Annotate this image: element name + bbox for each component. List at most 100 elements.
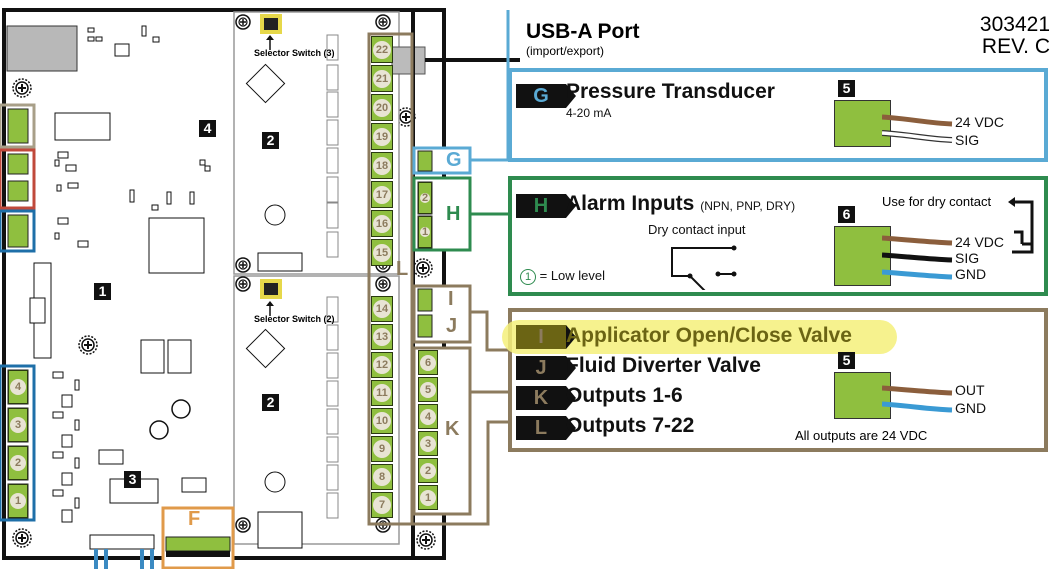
fluid-diverter-label: Fluid Diverter Valve [566,354,761,377]
alarm-terminal: 2 [418,182,432,214]
section-pressure-transducer: G Pressure Transducer 4-20 mA 5 24 VDC S… [508,68,1048,162]
output-terminal: 9 [371,436,393,462]
terminal-number: 3 [10,417,26,433]
output-terminal: 22 [371,36,393,63]
alarm-wire-gnd: GND [955,266,987,282]
letter-I: I [448,288,454,310]
board-label-4: 4 [199,120,216,137]
output-terminal: 19 [371,123,393,150]
connector-5-label: 5 [838,80,855,97]
terminal-number: 12 [373,356,391,374]
terminal-number: 1 [10,493,26,509]
output-terminal: 7 [371,492,393,518]
part-number: 303421 [979,13,1050,36]
legend-circle-1: 1 [520,269,536,285]
board-label-2-lower: 2 [262,394,279,411]
terminal-number: 16 [373,214,391,233]
output-wire-gnd: GND [955,400,987,416]
selector-switch-3-label: Selector Switch (3) [254,48,335,58]
terminal-number: 1 [420,489,436,506]
pressure-transducer-range: 4-20 mA [566,106,612,120]
usb-port-title: USB-A Port [526,20,640,43]
tag-K: K [516,386,576,410]
input-terminal: 1 [8,484,28,518]
wire-label-sig: SIG [955,132,980,148]
connector-2pin-icon [834,100,891,147]
output-wires-icon [882,385,953,413]
pressure-transducer-title: Pressure Transducer [566,80,775,103]
input-terminal: 4 [8,370,28,404]
output-terminal-k: 1 [418,485,438,510]
output-terminal: 16 [371,210,393,237]
connector-5b-label: 5 [838,352,855,369]
board-label-2-upper: 2 [262,132,279,149]
alarm-wire-sig: SIG [955,250,980,266]
terminal-number: 22 [373,40,391,59]
board-label-3: 3 [124,471,141,488]
output-terminal: 8 [371,464,393,490]
output-terminal-k: 5 [418,377,438,402]
output-terminal: 20 [371,94,393,121]
terminal-number: 7 [373,496,391,514]
connector-3pin-icon [834,226,891,286]
alarm-terminal: 1 [418,216,432,248]
terminal-number: 18 [373,156,391,175]
terminal-number: 2 [420,192,430,204]
wire-label-24vdc: 24 VDC [955,114,1005,130]
letter-F: F [188,508,201,530]
section-alarm-inputs: H Alarm Inputs (NPN, PNP, DRY) Dry conta… [508,176,1048,296]
tag-H: H [516,194,576,218]
input-terminal: 2 [8,446,28,480]
terminal-number: 2 [420,462,436,479]
output-terminal: 17 [371,181,393,208]
terminal-number: 14 [373,300,391,318]
output-terminal-k: 3 [418,431,438,456]
legend-text: = Low level [539,268,606,283]
outputs-voltage-note: All outputs are 24 VDC [795,428,928,443]
terminal-number: 11 [373,384,391,402]
alarm-inputs-note: (NPN, PNP, DRY) [700,199,796,213]
tag-G: G [516,84,576,108]
outputs-7-22-label: Outputs 7-22 [566,414,695,437]
terminal-number: 4 [10,379,26,395]
dry-contact-note: Use for dry contact [882,194,992,209]
connector-2pin-output-icon [834,372,891,419]
low-level-legend: 1 = Low level [520,268,605,285]
letter-H: H [446,203,461,225]
letter-K: K [445,418,460,440]
terminal-number: 6 [420,354,436,371]
terminal-number: 21 [373,69,391,88]
terminal-number: 19 [373,127,391,146]
output-wire-out: OUT [955,382,985,398]
dry-contact-switch-icon [671,245,737,290]
dry-contact-label: Dry contact input [648,222,746,237]
tag-J: J [516,356,576,380]
letter-L: L [396,258,409,280]
output-terminal-k: 6 [418,350,438,375]
alarm-wires-icon [882,235,953,280]
output-terminal: 10 [371,408,393,434]
terminal-number: 9 [373,440,391,458]
alarm-wire-24vdc: 24 VDC [955,234,1005,250]
input-terminal: 3 [8,408,28,442]
outputs-1-6-label: Outputs 1-6 [566,384,683,407]
output-terminal-k: 4 [418,404,438,429]
letter-J: J [446,315,458,337]
output-terminal: 15 [371,239,393,266]
terminal-number: 5 [420,381,436,398]
terminal-number: 20 [373,98,391,117]
terminal-number: 3 [420,435,436,452]
terminal-number: 8 [373,468,391,486]
connector-6-label: 6 [838,206,855,223]
terminal-number: 15 [373,243,391,262]
output-terminal: 21 [371,65,393,92]
doc-id: 303421 REV. C [960,14,1050,58]
wire-icon [882,114,953,143]
alarm-inputs-title: Alarm Inputs (NPN, PNP, DRY) [566,192,795,216]
output-terminal: 12 [371,352,393,378]
tag-L: L [516,416,576,440]
terminal-number: 10 [373,412,391,430]
output-terminal-k: 2 [418,458,438,483]
section-outputs: I Applicator Open/Close Valve J Fluid Di… [502,308,1048,452]
alarm-inputs-title-text: Alarm Inputs [566,192,695,215]
